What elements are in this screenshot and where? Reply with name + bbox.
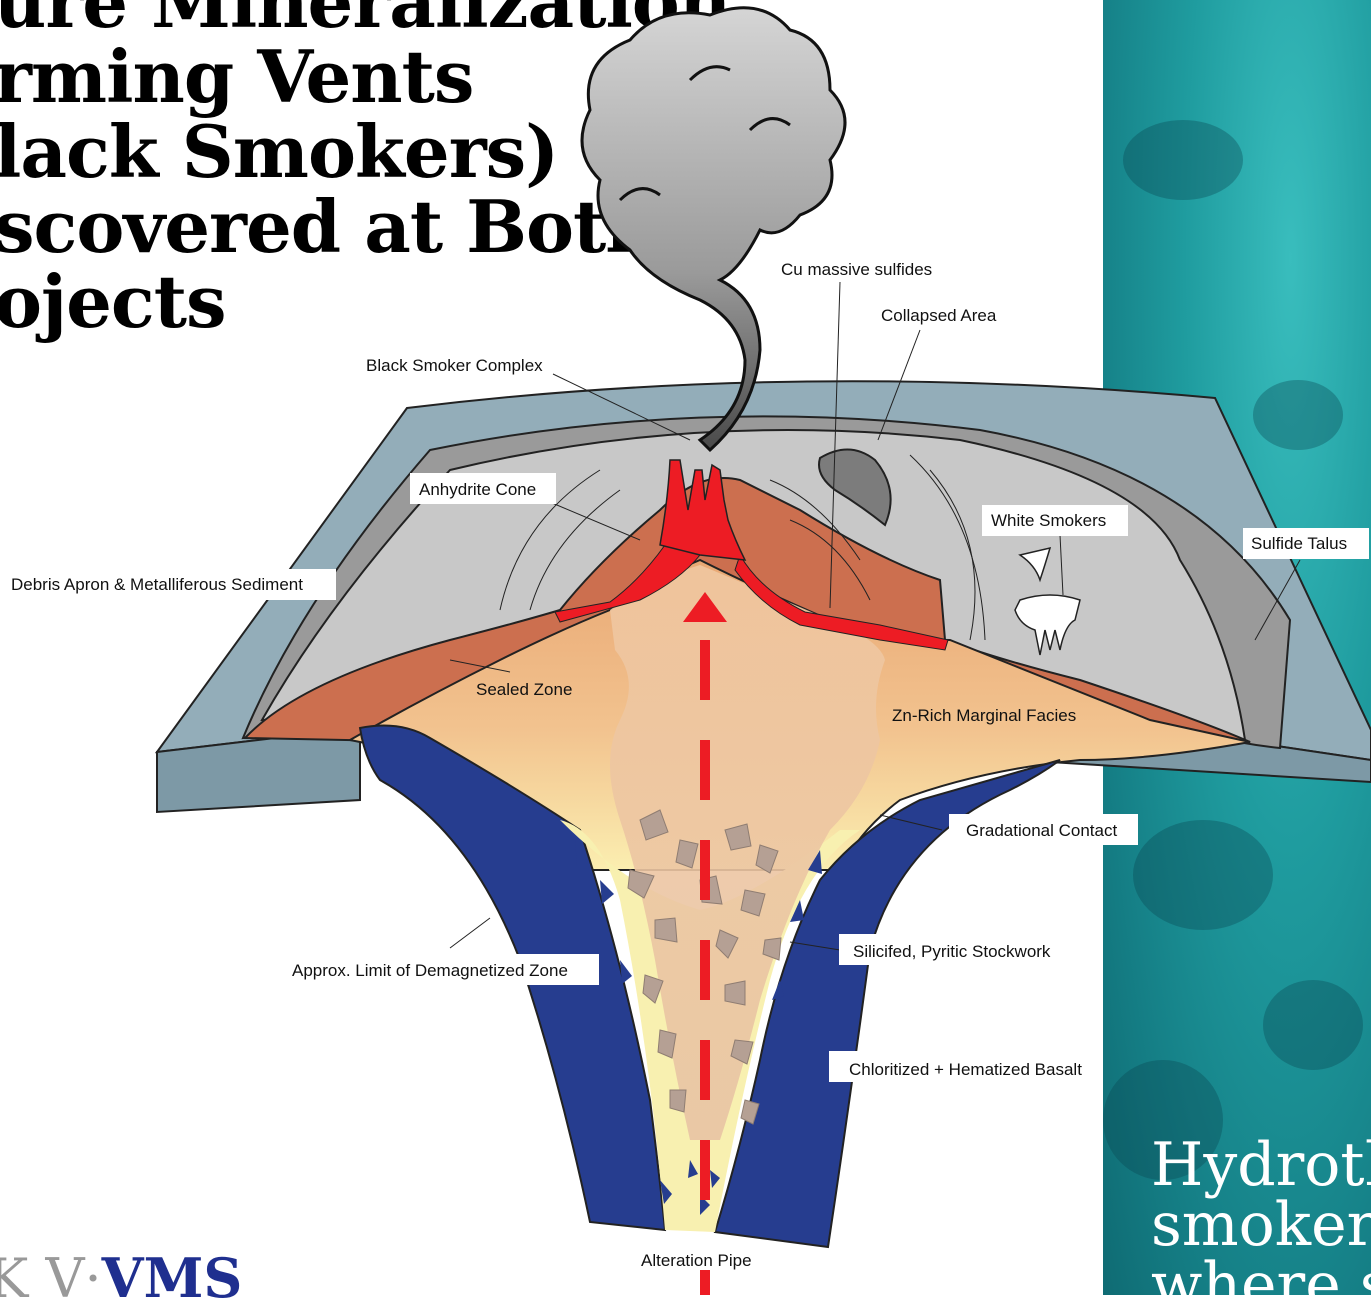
label-sulfide-talus: Sulfide Talus	[1243, 528, 1369, 559]
svg-text:Sealed Zone: Sealed Zone	[476, 680, 572, 699]
svg-text:Anhydrite Cone: Anhydrite Cone	[419, 480, 536, 499]
svg-text:Sulfide Talus: Sulfide Talus	[1251, 534, 1347, 553]
svg-text:Approx. Limit of Demagnetized: Approx. Limit of Demagnetized Zone	[292, 961, 568, 980]
label-collapsed-area: Collapsed Area	[881, 306, 997, 325]
svg-text:Debris Apron & Metalliferous S: Debris Apron & Metalliferous Sediment	[11, 575, 303, 594]
label-chloritized: Chloritized + Hematized Basalt	[829, 1051, 1100, 1082]
label-anhydrite-cone: Anhydrite Cone	[410, 473, 556, 504]
label-alteration-pipe: Alteration Pipe	[641, 1251, 752, 1270]
svg-text:Black Smoker Complex: Black Smoker Complex	[366, 356, 543, 375]
svg-text:Chloritized + Hematized Basalt: Chloritized + Hematized Basalt	[849, 1060, 1082, 1079]
svg-text:Silicifed, Pyritic Stockwork: Silicifed, Pyritic Stockwork	[853, 942, 1051, 961]
label-cu-massive-sulfides: Cu massive sulfides	[781, 260, 932, 279]
label-silicified: Silicifed, Pyritic Stockwork	[839, 934, 1069, 965]
svg-text:Collapsed Area: Collapsed Area	[881, 306, 997, 325]
label-white-smokers: White Smokers	[982, 505, 1128, 536]
svg-text:Zn-Rich Marginal Facies: Zn-Rich Marginal Facies	[892, 706, 1076, 725]
svg-text:White Smokers: White Smokers	[991, 511, 1106, 530]
label-demagnetized: Approx. Limit of Demagnetized Zone	[285, 954, 599, 985]
label-black-smoker-complex: Black Smoker Complex	[366, 356, 543, 375]
svg-text:Alteration Pipe: Alteration Pipe	[641, 1251, 752, 1270]
label-zn-rich: Zn-Rich Marginal Facies	[892, 706, 1076, 725]
label-gradational-contact: Gradational Contact	[949, 814, 1138, 845]
label-debris-apron: Debris Apron & Metalliferous Sediment	[0, 569, 336, 600]
label-sealed-zone: Sealed Zone	[476, 680, 572, 699]
svg-text:Gradational Contact: Gradational Contact	[966, 821, 1117, 840]
svg-text:Cu massive sulfides: Cu massive sulfides	[781, 260, 932, 279]
